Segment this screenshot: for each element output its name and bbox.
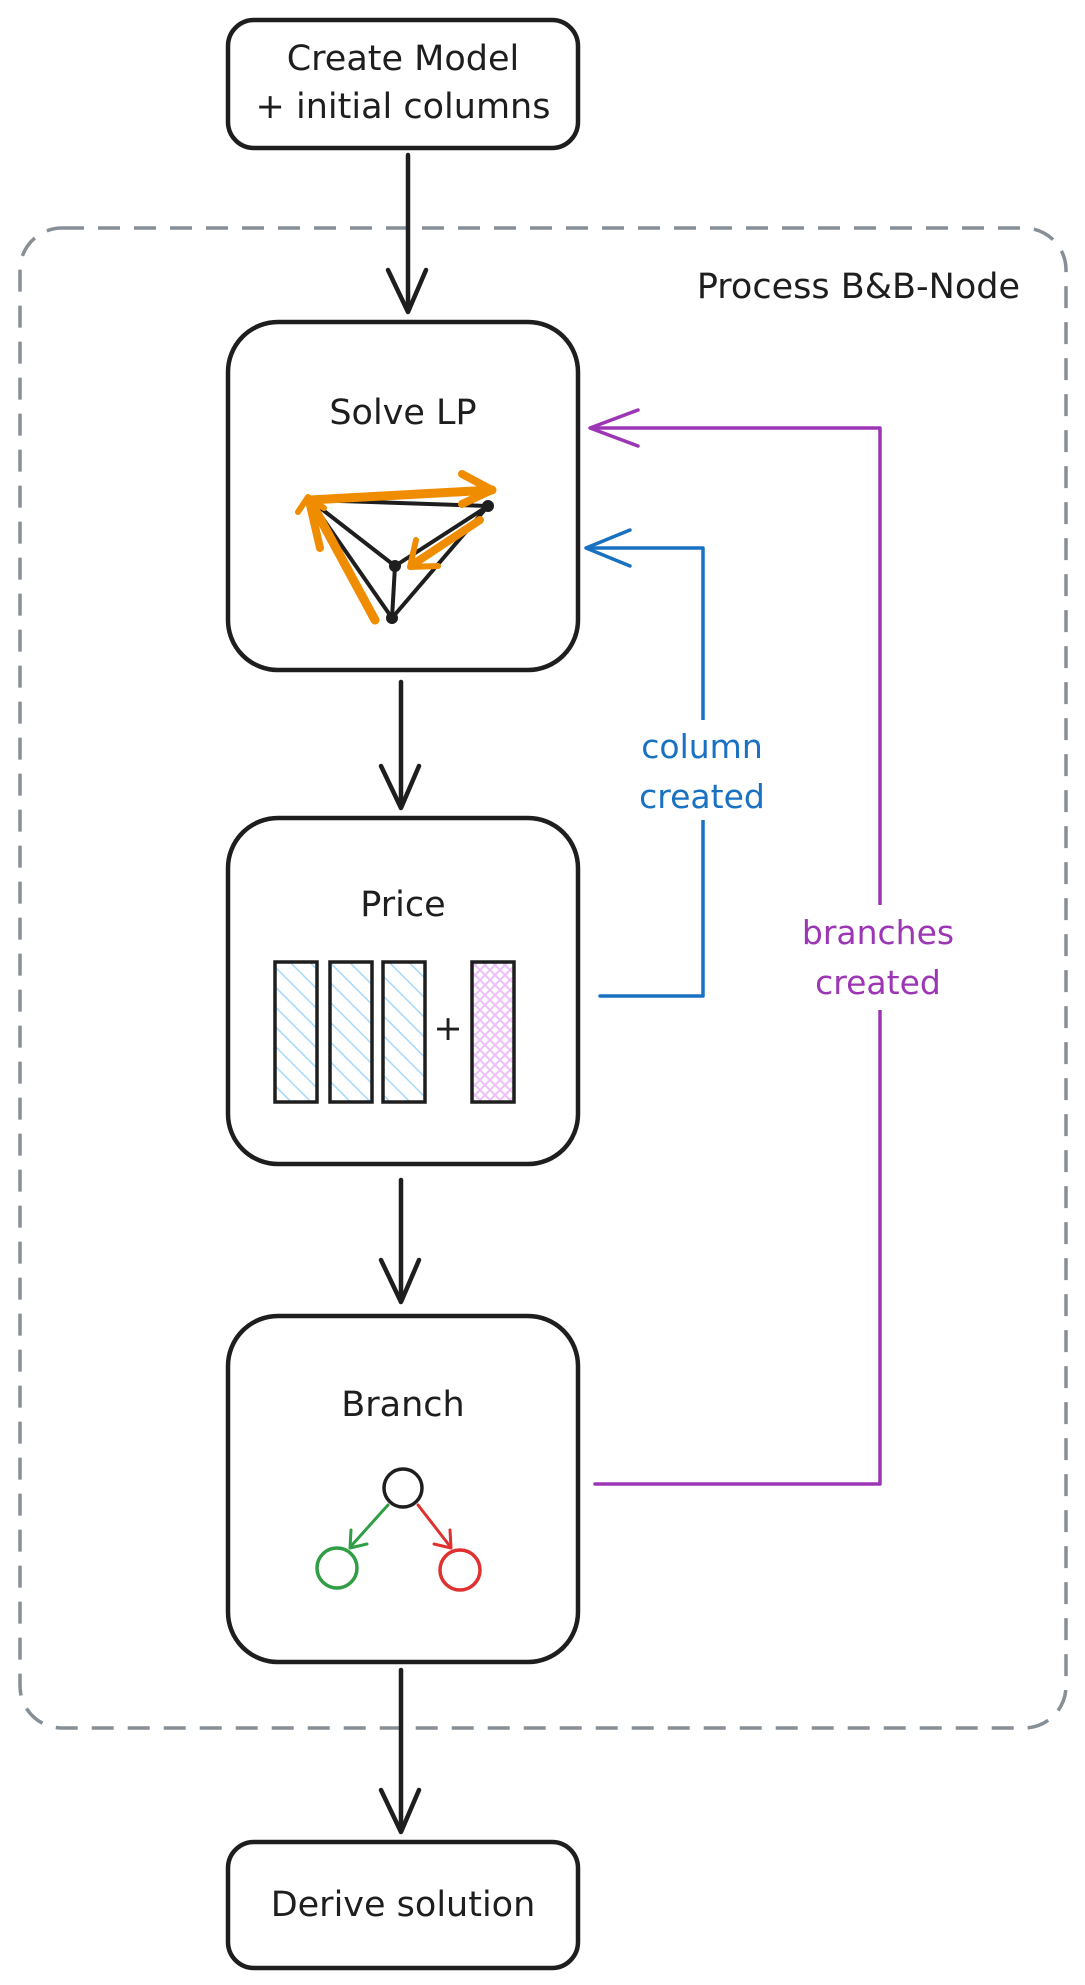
branch-label: Branch	[341, 1385, 464, 1425]
simplex-polytope-icon	[295, 470, 497, 625]
branches-created-label-bg	[785, 905, 975, 1010]
column-created-label-line1: column	[641, 727, 762, 766]
child-node-right	[438, 1548, 482, 1592]
branches-created-label-line2: created	[815, 963, 941, 1002]
solve-lp-label: Solve LP	[329, 393, 476, 433]
derive-solution-box[interactable]	[225, 1839, 581, 1971]
derive-solution-label: Derive solution	[271, 1885, 536, 1925]
arrow-create-to-solve	[385, 152, 429, 315]
price-label: Price	[360, 885, 445, 925]
process-node-group-label: Process B&B-Node	[697, 267, 1020, 307]
branch-tree-icon	[315, 1467, 482, 1592]
branches-created-label-line1: branches	[802, 913, 954, 952]
price-plus-sign: +	[433, 1009, 462, 1049]
create-model-label-line2: + initial columns	[256, 87, 551, 127]
new-column-icon	[470, 960, 516, 1104]
columns-icon	[273, 960, 516, 1104]
arrow-branch-to-derive	[378, 1667, 422, 1835]
arrow-solve-to-price	[378, 679, 422, 811]
create-model-label-line1: Create Model	[287, 39, 520, 79]
child-node-left	[315, 1546, 359, 1590]
column-created-label-line2: created	[639, 777, 765, 816]
process-node-group	[18, 226, 1068, 1730]
create-model-box[interactable]	[225, 17, 581, 151]
arrow-price-to-branch	[378, 1177, 422, 1305]
branch-box[interactable]	[225, 1313, 581, 1665]
column-created-label-bg	[620, 720, 790, 820]
